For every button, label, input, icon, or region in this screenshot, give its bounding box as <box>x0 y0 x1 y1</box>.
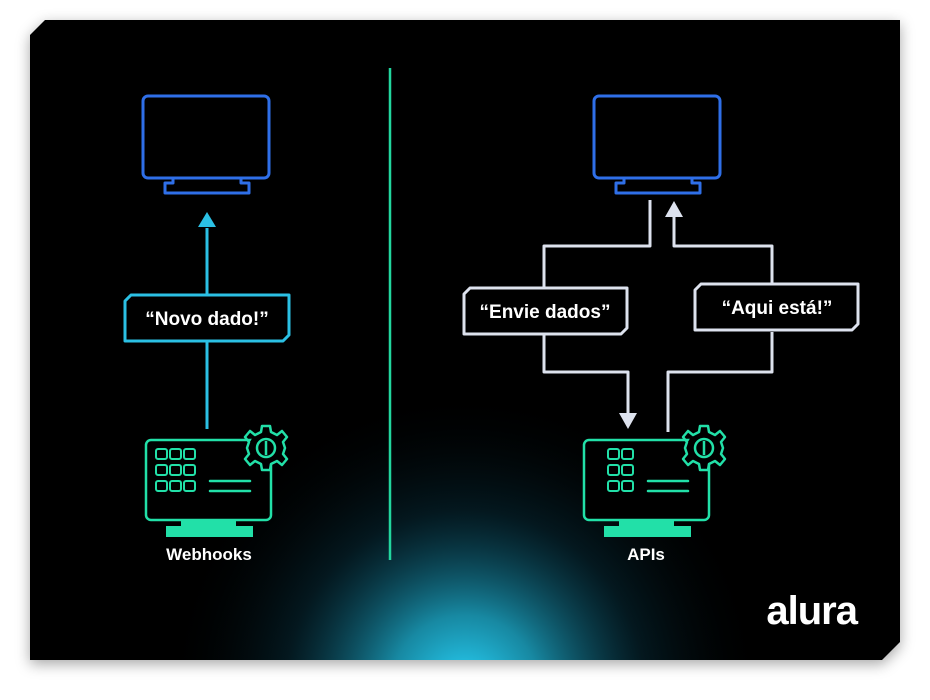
response-message-bubble: “Aqui está!” <box>693 282 860 332</box>
api-response-arrowhead <box>665 201 683 217</box>
alura-logo: alura <box>766 589 858 633</box>
gear-icon <box>243 424 289 472</box>
gear-icon <box>681 424 727 472</box>
request-message-bubble: “Envie dados” <box>462 286 629 336</box>
left-message-bubble: “Novo dado!” <box>123 293 291 343</box>
left-server: Webhooks <box>144 424 289 564</box>
left-message-text: “Novo dado!” <box>145 309 269 330</box>
request-message-text: “Envie dados” <box>480 302 611 323</box>
server-dashboard-icon <box>144 438 273 537</box>
apis-caption: APIs <box>627 545 665 564</box>
response-message-text: “Aqui está!” <box>722 298 833 319</box>
api-response-path <box>666 216 774 432</box>
api-request-arrowhead <box>619 413 637 429</box>
monitor-icon <box>141 94 271 195</box>
webhooks-caption: Webhooks <box>166 545 252 564</box>
right-server: APIs <box>582 424 727 564</box>
right-client-monitor <box>592 94 722 195</box>
left-client-monitor <box>141 94 271 195</box>
server-dashboard-icon <box>582 438 711 537</box>
monitor-icon <box>592 94 722 195</box>
api-request-path <box>542 200 652 413</box>
